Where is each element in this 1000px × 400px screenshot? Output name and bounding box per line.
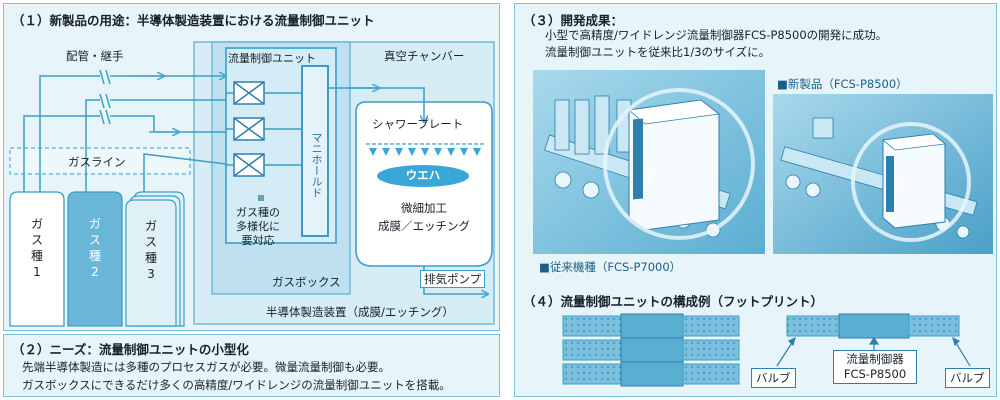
diversity-label-2: 多様化に [236, 220, 280, 233]
diversity-label-3: 要対応 [241, 234, 275, 247]
valve-left-callout: バルブ [751, 368, 796, 388]
new-model-photo: P8500 [773, 94, 993, 254]
equipment-label: 半導体製造装置（成膜/エッチング） [266, 305, 454, 319]
new-footprint [786, 313, 960, 339]
diversity-label-1: ガス種の [236, 206, 280, 219]
process-label-1: 微細加工 [401, 201, 447, 215]
footprint-heading: （４）流量制御ユニットの構成例（フットプリント） [523, 294, 824, 309]
old-model-label: ■従来機種（FCS-P7000） [539, 260, 682, 274]
old-model-photo: P7000 [533, 70, 765, 254]
wafer [377, 165, 469, 187]
valve-right-callout: バルブ [945, 368, 990, 388]
old-footprint [562, 313, 740, 387]
gas-cylinders [9, 191, 185, 327]
controller-callout: 流量制御器 FCS-P8500 [833, 350, 917, 384]
gasbox-label: ガスボックス [272, 275, 341, 289]
process-label-2: 成膜／エッチング [378, 219, 470, 233]
application-panel: （１）新製品の用途：半導体製造装置における流量制御ユニット [3, 3, 500, 331]
gasline-label: ガスライン [68, 155, 126, 169]
application-heading: （１）新製品の用途：半導体製造装置における流量制御ユニット [12, 13, 375, 28]
results-heading: （３）開発成果： [523, 13, 624, 28]
flow-unit-label: 流量制御ユニット [228, 52, 316, 65]
wafer-label: ウエハ [405, 168, 441, 182]
chamber-label: 真空チャンバー [384, 49, 465, 63]
old-model-photo-text: P7000 [647, 161, 657, 190]
needs-line-2: ガスボックスにできるだけ多くの高精度/ワイドレンジの流量制御ユニットを搭載。 [22, 378, 451, 392]
needs-heading: （２）ニーズ：流量制御ユニットの小型化 [12, 342, 249, 357]
shower-plate-label: シャワープレート [372, 117, 464, 131]
needs-panel: （２）ニーズ：流量制御ユニットの小型化 先端半導体製造には多種のプロセスガスが必… [3, 334, 500, 397]
exhaust-pump-label: 排気ポンプ [420, 270, 486, 288]
piping-label: 配管・継手 [66, 49, 124, 63]
results-panel: （３）開発成果： 小型で高精度/ワイドレンジ流量制御器FCS-P8500の開発に… [514, 3, 997, 397]
needs-line-1: 先端半導体製造には多種のプロセスガスが必要。微量流量制御も必要。 [22, 360, 390, 374]
results-line-1: 小型で高精度/ワイドレンジ流量制御器FCS-P8500の開発に成功。 [545, 28, 888, 42]
manifold-label: マニホールド [310, 132, 323, 198]
manifold [301, 65, 329, 237]
shower-plate-arrows [369, 148, 481, 156]
new-model-photo-text: P8500 [895, 172, 904, 197]
controller-callout-line-1: 流量制御器 [846, 352, 904, 366]
controller-callout-line-2: FCS-P8500 [843, 367, 907, 381]
results-line-2: 流量制御ユニットを従来比1/3のサイズに。 [545, 45, 771, 59]
valves [233, 81, 265, 177]
new-product-label: ■新製品（FCS-P8500） [777, 77, 908, 91]
